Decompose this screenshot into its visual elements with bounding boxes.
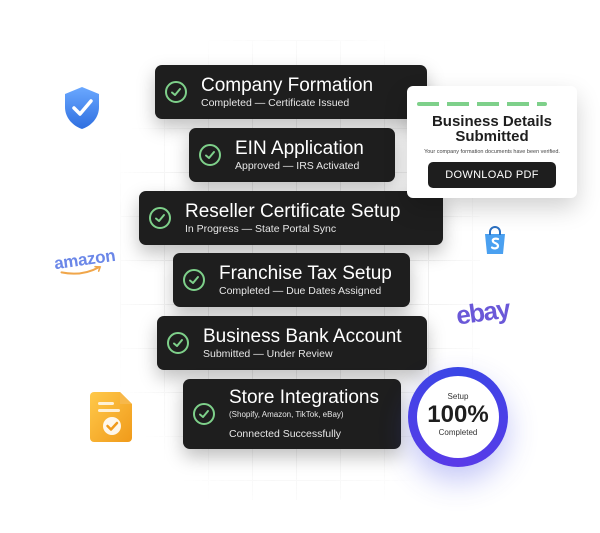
check-circle-icon <box>165 81 187 103</box>
check-circle-icon <box>167 332 189 354</box>
step-status: Submitted — Under Review <box>203 347 333 360</box>
amazon-logo: amazon <box>53 246 117 275</box>
setup-progress-ring: Setup 100% Completed <box>408 367 508 467</box>
step-status: Completed — Certificate Issued <box>201 96 350 109</box>
step-status: Approved — IRS Activated <box>235 159 360 172</box>
document-check-icon <box>88 388 136 444</box>
step-title: Business Bank Account <box>203 325 402 347</box>
shopify-bag-icon <box>481 225 509 257</box>
step-status: Completed — Due Dates Assigned <box>219 284 382 297</box>
ebay-logo: ebay <box>454 293 512 331</box>
setup-label: Setup <box>447 392 469 401</box>
check-circle-icon <box>183 269 205 291</box>
step-title: Franchise Tax Setup <box>219 262 392 284</box>
setup-percentage: 100% <box>427 401 489 428</box>
step-status: In Progress — State Portal Sync <box>185 222 337 235</box>
business-details-note: Your company formation documents have be… <box>424 149 560 155</box>
check-circle-icon <box>199 144 221 166</box>
step-status: Connected Successfully <box>229 428 342 440</box>
shield-check-icon <box>62 85 102 131</box>
step-platforms: (Shopify, Amazon, TikTok, eBay) <box>229 410 344 419</box>
step-title: EIN Application <box>235 137 364 159</box>
check-circle-icon <box>193 403 215 425</box>
completed-label: Completed <box>438 428 478 437</box>
dashed-progress-bar <box>417 102 547 106</box>
setup-progress-inner: Setup 100% Completed <box>417 376 499 458</box>
download-pdf-button[interactable]: DOWNLOAD PDF <box>428 162 556 188</box>
step-title: Store Integrations <box>229 387 379 408</box>
step-card-store-integrations: Store Integrations (Shopify, Amazon, Tik… <box>183 379 401 449</box>
step-title: Reseller Certificate Setup <box>185 200 401 222</box>
step-title: Company Formation <box>201 74 374 96</box>
check-circle-icon <box>149 207 171 229</box>
